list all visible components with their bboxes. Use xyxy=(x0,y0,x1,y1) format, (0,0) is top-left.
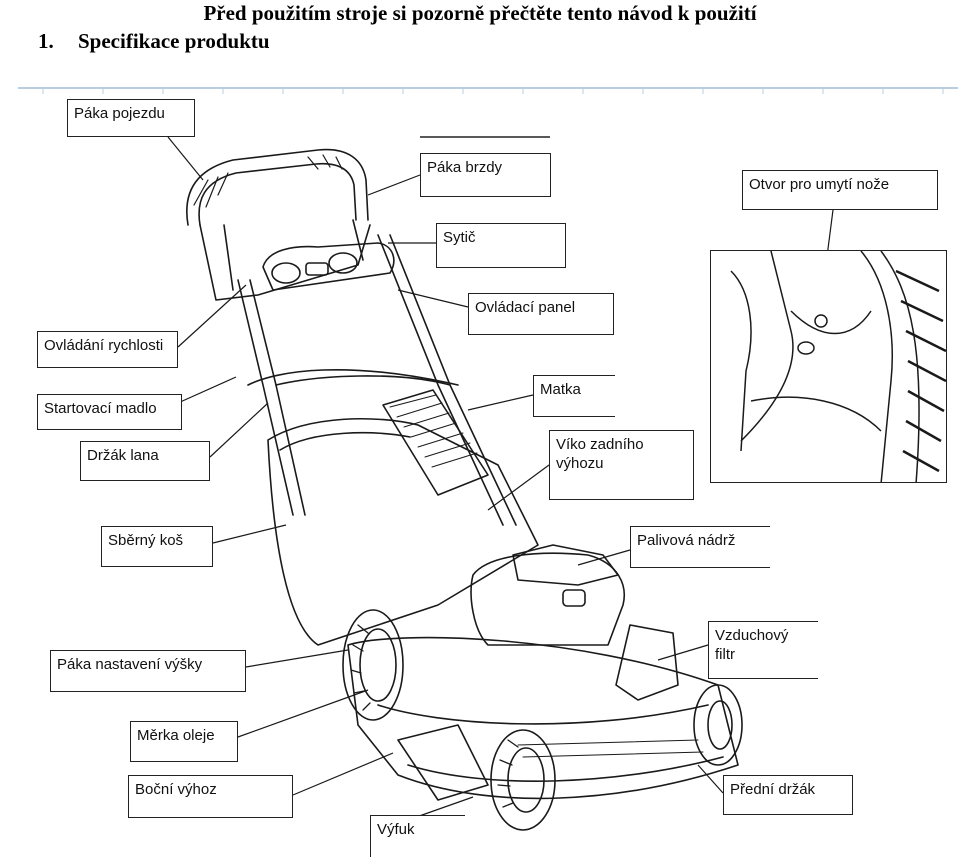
label-ovladaci-panel: Ovládací panel xyxy=(468,293,614,335)
document-heading: Před použitím stroje si pozorně přečtěte… xyxy=(203,1,757,25)
label-paka-pojezdu: Páka pojezdu xyxy=(67,99,195,137)
label-matka: Matka xyxy=(533,375,615,417)
mower-body xyxy=(186,148,743,831)
label-otvor-pro-umyti-noze: Otvor pro umytí nože xyxy=(742,170,938,210)
label-viko-zadniho-vyhozu: Víko zadního výhozu xyxy=(549,430,694,500)
label-paka-brzdy: Páka brzdy xyxy=(420,153,551,197)
lawnmower-diagram: Páka pojezdu Páka brzdy Sytič Ovládací p… xyxy=(18,85,958,857)
label-startovaci-madlo: Startovací madlo xyxy=(37,394,182,430)
detail-drawing xyxy=(730,251,946,482)
section-title: Specifikace produktu xyxy=(78,29,270,53)
label-vyfuk: Výfuk xyxy=(370,815,465,857)
label-paka-nastaveni-vysky: Páka nastavení výšky xyxy=(50,650,246,692)
label-drzak-lana: Držák lana xyxy=(80,441,210,481)
label-predni-drzak: Přední držák xyxy=(723,775,853,815)
leader-lines xyxy=(167,136,834,821)
section-heading: 1. Specifikace produktu xyxy=(38,29,270,54)
label-vzduchovy-filtr: Vzduchový filtr xyxy=(708,621,818,679)
lawnmower-drawing xyxy=(18,87,958,831)
label-bocni-vyhoz: Boční výhoz xyxy=(128,775,293,818)
section-number: 1. xyxy=(38,29,54,53)
detail-inset-blade-wash-port xyxy=(710,250,947,483)
label-palivova-nadrz: Palivová nádrž xyxy=(630,526,770,568)
label-ovladani-rychlosti: Ovládání rychlosti xyxy=(37,331,178,368)
ruler-line xyxy=(18,87,958,94)
label-merka-oleje: Měrka oleje xyxy=(130,721,238,762)
label-sytic: Sytič xyxy=(436,223,566,268)
label-sberny-kos: Sběrný koš xyxy=(101,526,213,567)
